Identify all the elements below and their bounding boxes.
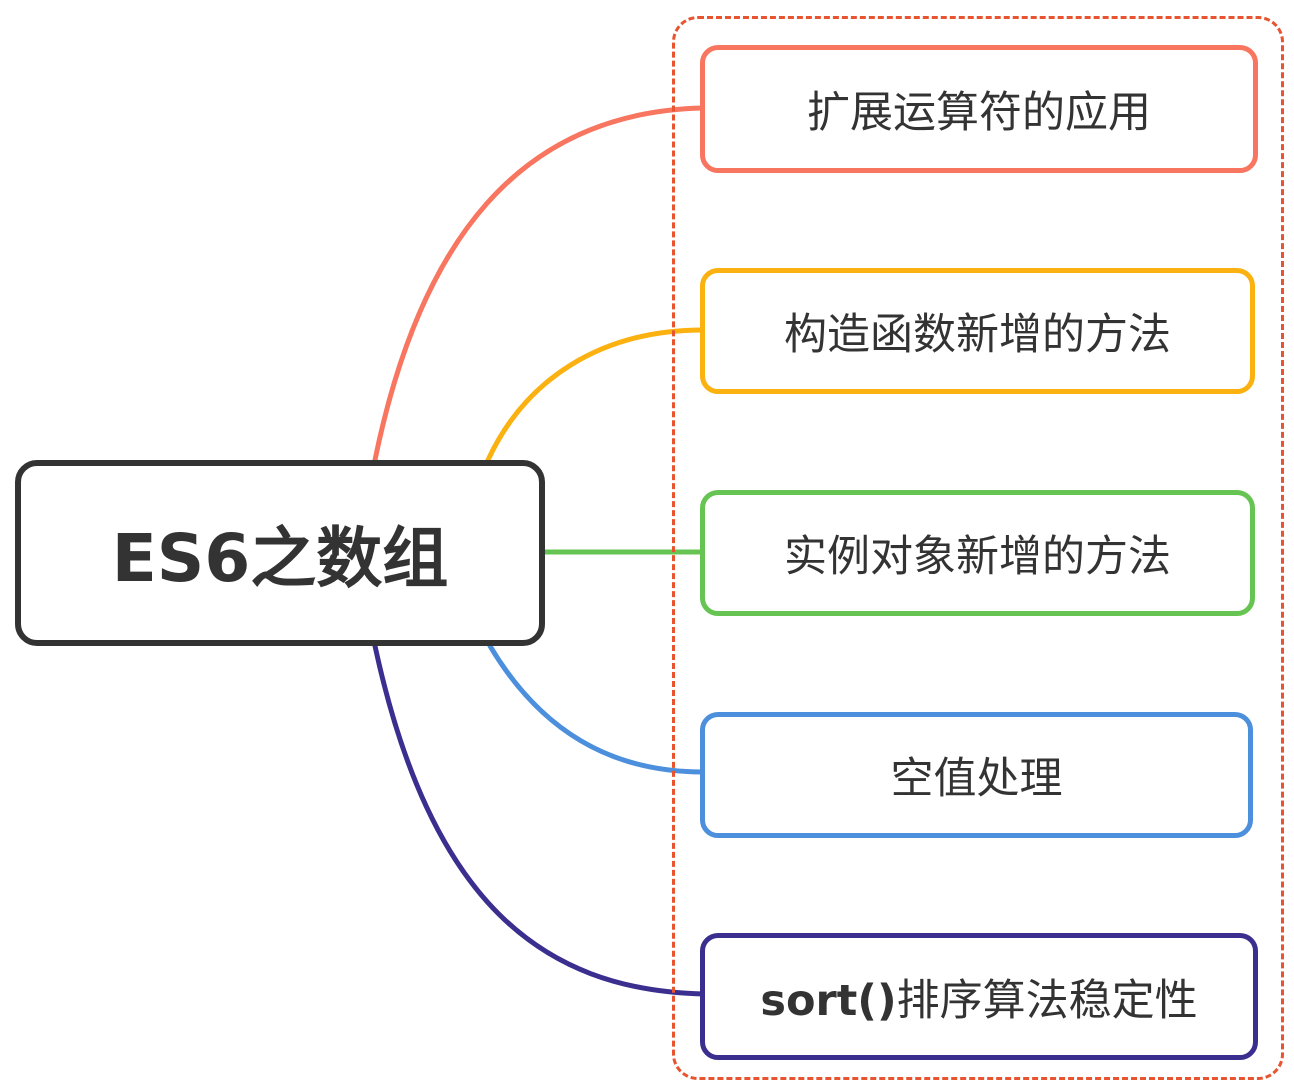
- root-node[interactable]: ES6之数组: [15, 460, 545, 646]
- root-label: ES6之数组: [111, 520, 449, 597]
- branch-node-constructor-methods[interactable]: 构造函数新增的方法: [700, 268, 1255, 394]
- dashed-group-frame: [672, 16, 1284, 1080]
- branch-label: 扩展运算符的应用: [807, 88, 1151, 138]
- connector-line: [372, 643, 706, 997]
- branch-label-prefix: sort(): [760, 975, 897, 1026]
- branch-label: 实例对象新增的方法: [784, 532, 1171, 582]
- branch-label: 空值处理: [890, 754, 1063, 804]
- branch-label-text: 排序算法稳定性: [896, 975, 1198, 1026]
- branch-node-instance-methods[interactable]: 实例对象新增的方法: [700, 490, 1255, 616]
- connector-line: [487, 643, 706, 775]
- branch-label: 构造函数新增的方法: [784, 310, 1171, 360]
- connector-line: [485, 327, 706, 463]
- branch-node-sort-stability[interactable]: sort()排序算法稳定性: [700, 933, 1258, 1060]
- branch-label: sort()排序算法稳定性: [760, 966, 1197, 1028]
- branch-node-empty-slots[interactable]: 空值处理: [700, 712, 1253, 838]
- connector-line: [372, 105, 706, 463]
- branch-node-spread-operator[interactable]: 扩展运算符的应用: [700, 45, 1258, 173]
